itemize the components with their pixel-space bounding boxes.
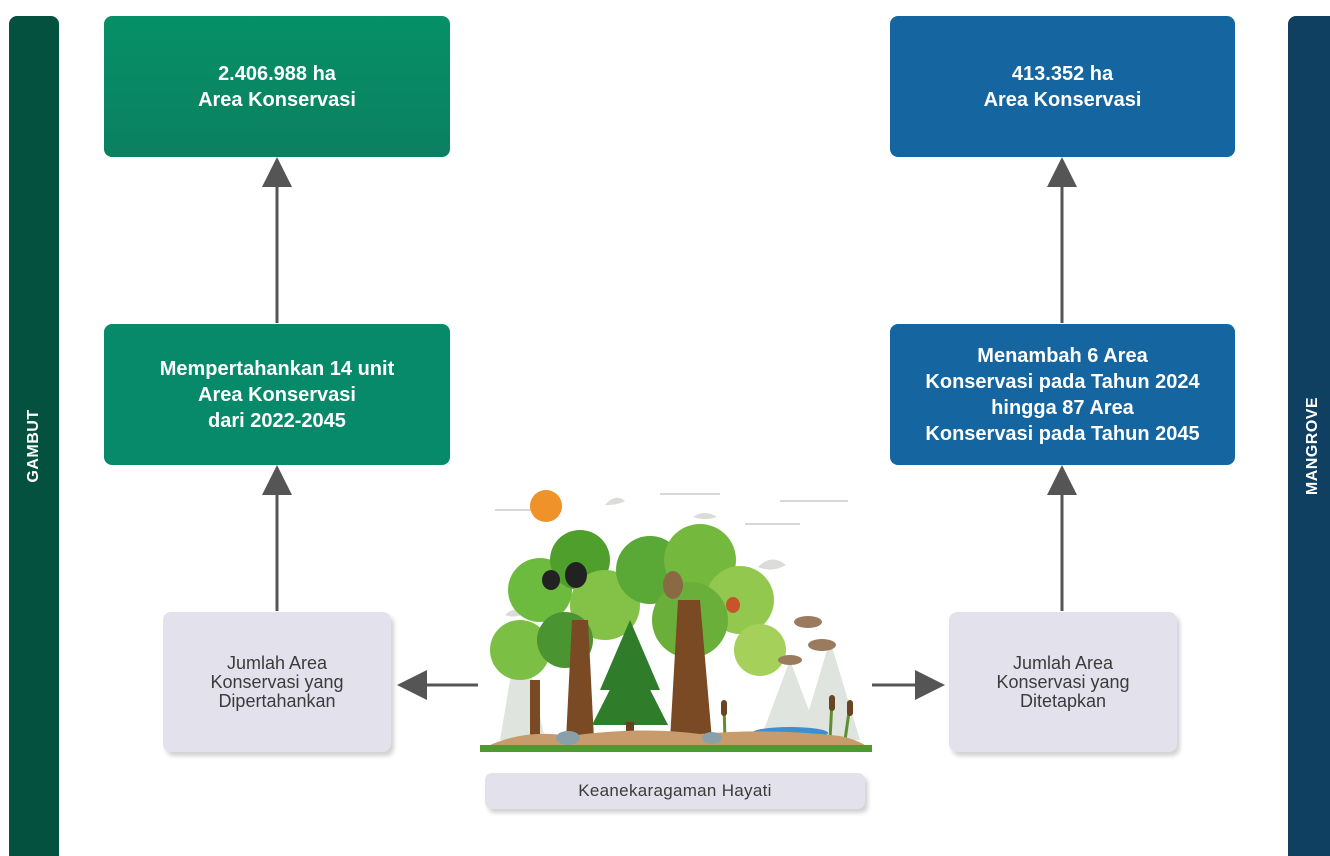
sun-icon [530,490,562,522]
rocks [556,731,722,745]
mangrove-side-bar: MANGROVE [1288,16,1330,856]
gambut-indicator-text: Jumlah Area Konservasi yang Dipertahanka… [210,652,344,711]
gambut-area-box: 2.406.988 ha Area Konservasi [104,16,450,157]
tree-trunks [530,600,712,740]
mangrove-area-box: 413.352 ha Area Konservasi [890,16,1235,157]
mangrove-indicator-box: Jumlah Area Konservasi yang Ditetapkan [949,612,1177,752]
tree-birds-icon [542,562,740,613]
flying-birds-icon [505,497,786,617]
gambut-target-box: Mempertahankan 14 unit Area Konservasi d… [104,324,450,465]
gambut-area-text: 2.406.988 ha Area Konservasi [198,62,356,111]
gambut-indicator-box: Jumlah Area Konservasi yang Dipertahanka… [163,612,391,752]
mangrove-area-text: 413.352 ha Area Konservasi [983,62,1142,111]
gambut-side-bar: GAMBUT [9,16,59,856]
mangrove-indicator-text: Jumlah Area Konservasi yang Ditetapkan [996,652,1130,711]
mangrove-target-text: Menambah 6 Area Konservasi pada Tahun 20… [925,344,1200,445]
biodiversity-label: Keanekaragaman Hayati [485,773,865,809]
mangrove-target-box: Menambah 6 Area Konservasi pada Tahun 20… [890,324,1235,465]
ducks-icon [778,616,836,665]
gambut-target-text: Mempertahankan 14 unit Area Konservasi d… [159,357,395,432]
conifer-tree [592,620,668,738]
